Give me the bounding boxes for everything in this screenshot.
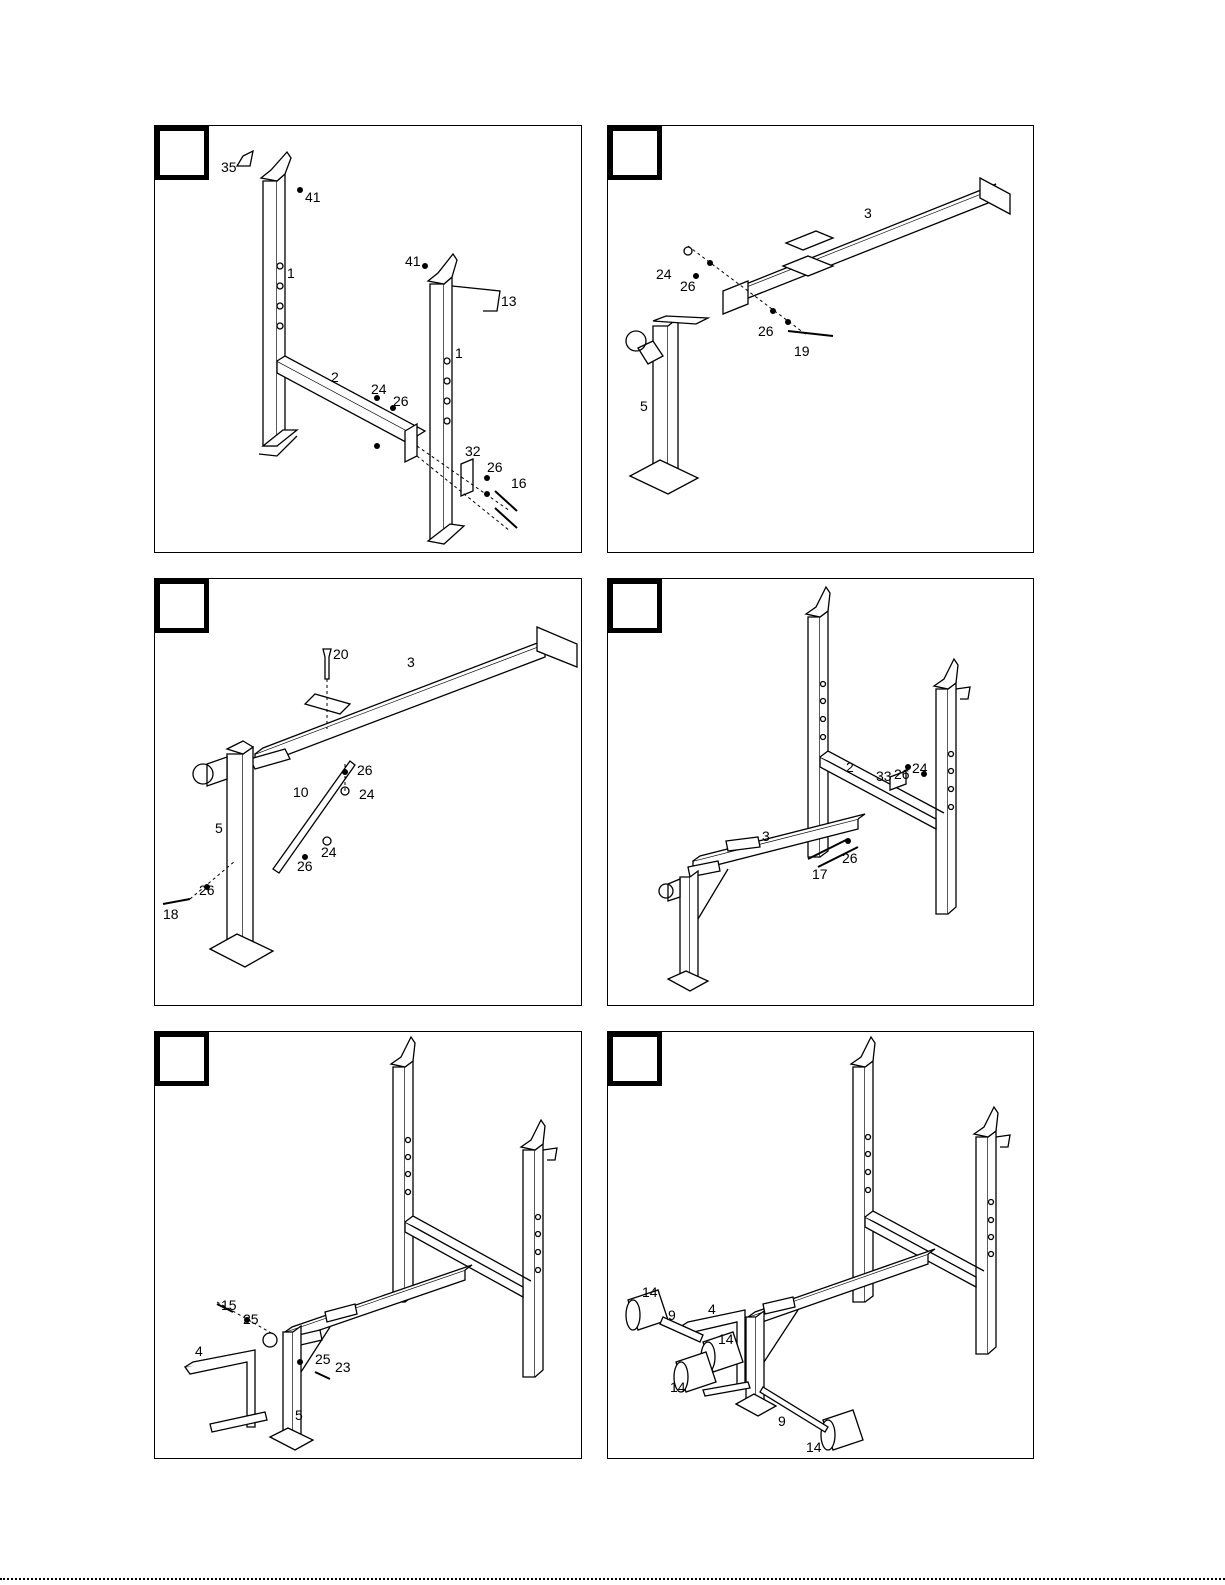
bolt-20	[323, 649, 331, 679]
callout: 26	[199, 882, 215, 898]
callout: 25	[243, 1311, 259, 1327]
crossbar-2	[277, 356, 425, 462]
callout: 24	[656, 266, 672, 282]
upright-tube-right	[521, 1120, 557, 1377]
callout: 10	[293, 784, 309, 800]
upright-tube-left	[259, 152, 297, 456]
callout: 4	[708, 1301, 716, 1317]
callout: 16	[511, 475, 527, 491]
upright-tube-right	[428, 254, 464, 544]
assembly-figure-2: 3 24 26 26 19 5	[608, 126, 1035, 554]
leg-frame-4	[185, 1350, 267, 1432]
callout: 13	[501, 293, 517, 309]
callout: 2	[331, 369, 339, 385]
callout: 5	[640, 398, 648, 414]
callout: 14	[642, 1284, 658, 1300]
main-beam-3	[688, 814, 865, 877]
upright-tube-left	[391, 1037, 415, 1302]
callout: 25	[315, 1351, 331, 1367]
front-post-5	[263, 1326, 330, 1450]
callout: 19	[794, 343, 810, 359]
front-post-5	[193, 741, 273, 967]
callout: 23	[335, 1359, 351, 1375]
callout: 26	[393, 393, 409, 409]
assembly-step-panel-2: 3 24 26 26 19 5	[607, 125, 1034, 553]
callout: 9	[778, 1413, 786, 1429]
callout: 3	[407, 654, 415, 670]
callout: 20	[333, 646, 349, 662]
main-beam-3	[285, 1265, 472, 1347]
callout: 32	[465, 443, 481, 459]
brace-10	[273, 761, 355, 873]
callout: 41	[305, 189, 321, 205]
callout: 26	[357, 762, 373, 778]
pin-35	[237, 151, 253, 166]
upright-tube-right	[974, 1107, 1010, 1354]
callout: 24	[912, 760, 928, 776]
assembly-figure-3: 20 3 26 10 24 5 24 26 26 18	[155, 579, 583, 1007]
assembly-step-panel-5: 15 25 4 25 23 5	[154, 1031, 582, 1459]
callout: 15	[221, 1297, 237, 1313]
callout: 1	[455, 345, 463, 361]
upright-tube-left	[851, 1037, 875, 1302]
fasteners	[297, 187, 490, 497]
callout: 3	[864, 205, 872, 221]
front-post-5	[659, 869, 728, 991]
callout: 26	[487, 459, 503, 475]
callout: 4	[195, 1343, 203, 1359]
callout: 26	[842, 850, 858, 866]
callout: 1	[287, 265, 295, 281]
bolt-19	[788, 331, 833, 336]
callout: 2	[846, 759, 854, 775]
callout: 17	[812, 866, 828, 882]
assembly-step-panel-6: 14 9 4 14 14 9 14	[607, 1031, 1034, 1459]
callout: 14	[806, 1439, 822, 1455]
callout: 5	[215, 820, 223, 836]
upright-tube-left	[806, 587, 830, 857]
callout: 18	[163, 906, 179, 922]
assembly-figure-1: 35 41 1 41 13 1 2 24 26 32 26 16	[155, 126, 583, 554]
upright-tube-right	[934, 659, 970, 914]
assembly-step-panel-1: 35 41 1 41 13 1 2 24 26 32 26 16	[154, 125, 582, 553]
callout: 26	[758, 323, 774, 339]
callout: 14	[718, 1331, 734, 1347]
callout: 26	[297, 858, 313, 874]
callout: 9	[668, 1307, 676, 1323]
front-post-5	[626, 316, 708, 494]
callout: 3	[762, 828, 770, 844]
bolt-23	[315, 1372, 330, 1379]
callout: 24	[321, 844, 337, 860]
page-bottom-rule	[0, 1578, 1225, 1580]
main-beam-3	[250, 627, 577, 769]
assembly-figure-6: 14 9 4 14 14 9 14	[608, 1032, 1035, 1460]
callout: 35	[221, 159, 237, 175]
callout: 5	[295, 1407, 303, 1423]
assembly-step-panel-4: 2 33 26 24 3 26 17	[607, 578, 1034, 1006]
bracket	[723, 281, 748, 314]
hook-13	[452, 286, 500, 311]
callout: 14	[670, 1379, 686, 1395]
main-beam-3	[748, 1249, 935, 1327]
bolt-18	[163, 899, 190, 904]
callout: 24	[359, 786, 375, 802]
main-beam-3	[728, 178, 1010, 306]
callout: 26	[894, 766, 910, 782]
callout: 41	[405, 253, 421, 269]
assembly-step-panel-3: 20 3 26 10 24 5 24 26 26 18	[154, 578, 582, 1006]
assembly-figure-4: 2 33 26 24 3 26 17	[608, 579, 1035, 1007]
callout: 26	[680, 278, 696, 294]
callout: 33	[876, 768, 892, 784]
callout: 24	[371, 381, 387, 397]
assembly-figure-5: 15 25 4 25 23 5	[155, 1032, 583, 1460]
